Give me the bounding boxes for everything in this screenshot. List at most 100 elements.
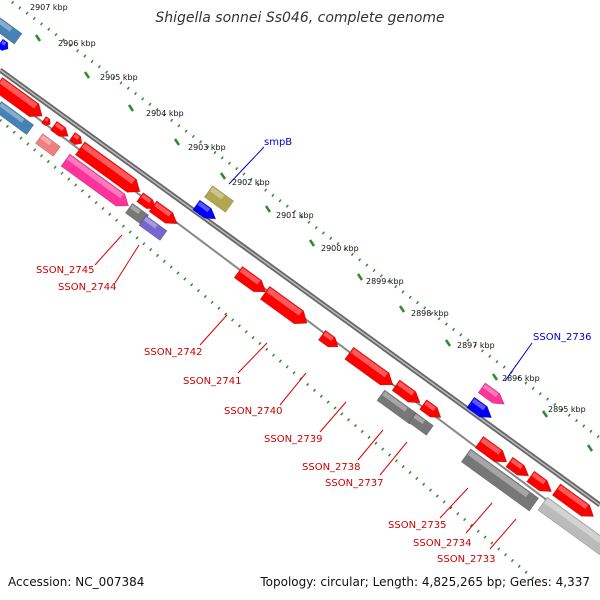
feature-body bbox=[551, 483, 595, 517]
feature-gene[interactable] bbox=[551, 483, 597, 522]
genome-summary-text: Topology: circular; Length: 4,825,265 bp… bbox=[260, 575, 590, 589]
feature-gene[interactable] bbox=[317, 329, 341, 351]
gene-labels: SSON_2745SSON_2744SSON_2742SSON_2741SSON… bbox=[36, 137, 592, 565]
major-tick bbox=[356, 273, 364, 281]
feature-highlight bbox=[510, 458, 524, 470]
feature-body bbox=[0, 38, 9, 51]
feature-rna[interactable] bbox=[0, 38, 11, 53]
tick-label: 2900 kbp bbox=[321, 244, 359, 253]
label-leader-lines bbox=[94, 146, 533, 550]
feature-highlight bbox=[266, 287, 303, 316]
major-tick bbox=[398, 305, 406, 313]
feature-pink[interactable] bbox=[477, 382, 508, 409]
feature-body bbox=[60, 153, 129, 207]
feature-gene[interactable] bbox=[0, 76, 47, 122]
outer-tick-dots bbox=[11, 0, 600, 452]
leader-line bbox=[439, 487, 469, 519]
gene-label-blue[interactable]: smpB bbox=[264, 137, 292, 148]
feature-highlight bbox=[323, 331, 334, 341]
gene-label[interactable]: SSON_2745 bbox=[36, 265, 95, 276]
feature-gene[interactable] bbox=[474, 435, 511, 467]
gene-label[interactable]: SSON_2742 bbox=[144, 347, 203, 358]
feature-highlight bbox=[0, 102, 25, 123]
major-tick bbox=[308, 239, 316, 247]
gene-label[interactable]: SSON_2733 bbox=[437, 554, 496, 565]
map-title: Shigella sonnei Ss046, complete genome bbox=[155, 10, 445, 26]
feature-rna-smpb[interactable] bbox=[192, 199, 219, 224]
feature-gene[interactable] bbox=[344, 346, 398, 391]
feature-light-grey[interactable] bbox=[537, 496, 600, 558]
gene-label[interactable]: SSON_2744 bbox=[58, 282, 117, 293]
tick-label: 2895 kbp bbox=[548, 405, 586, 414]
feature-gene[interactable] bbox=[50, 120, 71, 140]
feature-body bbox=[68, 132, 83, 146]
feature-highlight bbox=[544, 498, 600, 543]
feature-body bbox=[419, 399, 442, 418]
gene-label[interactable]: SSON_2734 bbox=[413, 538, 472, 549]
feature-pseudo[interactable] bbox=[408, 412, 434, 436]
feature-body bbox=[192, 199, 217, 220]
feature-gene[interactable] bbox=[259, 285, 311, 329]
feature-highlight bbox=[467, 450, 530, 498]
feature-gene[interactable] bbox=[148, 200, 181, 229]
feature-highlight bbox=[209, 187, 225, 200]
feature-olive[interactable] bbox=[203, 185, 235, 213]
feature-highlight bbox=[397, 381, 415, 396]
gene-label[interactable]: SSON_2739 bbox=[264, 434, 323, 445]
tick-label: 2901 kbp bbox=[276, 211, 314, 220]
feature-highlight bbox=[143, 216, 158, 229]
feature-highlight bbox=[382, 391, 408, 412]
feature-gene[interactable] bbox=[74, 141, 144, 198]
feature-body bbox=[474, 435, 508, 463]
major-tick bbox=[264, 205, 272, 213]
gene-label[interactable]: SSON_2741 bbox=[183, 376, 242, 387]
accession-text: Accession: NC_007384 bbox=[8, 575, 145, 589]
feature-body bbox=[203, 185, 235, 213]
feature-pseudo[interactable] bbox=[376, 389, 418, 425]
feature-body bbox=[376, 389, 418, 425]
major-tick bbox=[586, 444, 594, 452]
leader-line bbox=[199, 314, 228, 346]
feature-rna[interactable] bbox=[466, 396, 496, 423]
feature-body bbox=[0, 15, 23, 45]
feature-body bbox=[460, 448, 540, 512]
tick-label: 2903 kbp bbox=[188, 143, 226, 152]
feature-violet[interactable] bbox=[138, 215, 168, 241]
gene-label-blue[interactable]: SSON_2736 bbox=[533, 332, 592, 343]
feature-highlight bbox=[1, 40, 7, 46]
feature-gene[interactable] bbox=[233, 265, 270, 297]
major-tick bbox=[83, 71, 91, 79]
feature-highlight bbox=[154, 202, 172, 217]
feature-gene[interactable] bbox=[40, 115, 52, 127]
feature-pseudo[interactable] bbox=[460, 448, 540, 512]
feature-gene[interactable] bbox=[391, 379, 424, 408]
tick-label: 2899 kbp bbox=[366, 277, 404, 286]
major-tick bbox=[491, 373, 499, 381]
feature-highlight bbox=[197, 201, 211, 213]
feature-highlight bbox=[471, 398, 486, 411]
feature-highlight bbox=[0, 78, 38, 109]
gene-label[interactable]: SSON_2738 bbox=[302, 462, 361, 473]
feature-steelblue[interactable] bbox=[0, 100, 35, 136]
feature-body bbox=[35, 133, 61, 157]
feature-body bbox=[0, 76, 43, 118]
feature-gene[interactable] bbox=[419, 399, 445, 423]
leader-line bbox=[114, 244, 140, 284]
gene-label[interactable]: SSON_2740 bbox=[224, 406, 283, 417]
feature-steelblue[interactable] bbox=[0, 15, 23, 45]
feature-gene[interactable] bbox=[526, 470, 556, 497]
backbone-highlight bbox=[0, 69, 600, 506]
feature-gene-light[interactable] bbox=[35, 133, 61, 157]
gene-label[interactable]: SSON_2737 bbox=[325, 478, 384, 489]
feature-highlight bbox=[424, 401, 436, 412]
feature-gene[interactable] bbox=[505, 456, 532, 481]
feature-gene[interactable] bbox=[68, 132, 85, 147]
feature-body bbox=[148, 200, 178, 225]
gene-label[interactable]: SSON_2735 bbox=[388, 520, 447, 531]
tick-label: 2907 kbp bbox=[30, 3, 68, 12]
feature-highlight bbox=[531, 472, 546, 485]
feature-pink[interactable] bbox=[60, 153, 133, 212]
major-tick bbox=[173, 138, 181, 146]
